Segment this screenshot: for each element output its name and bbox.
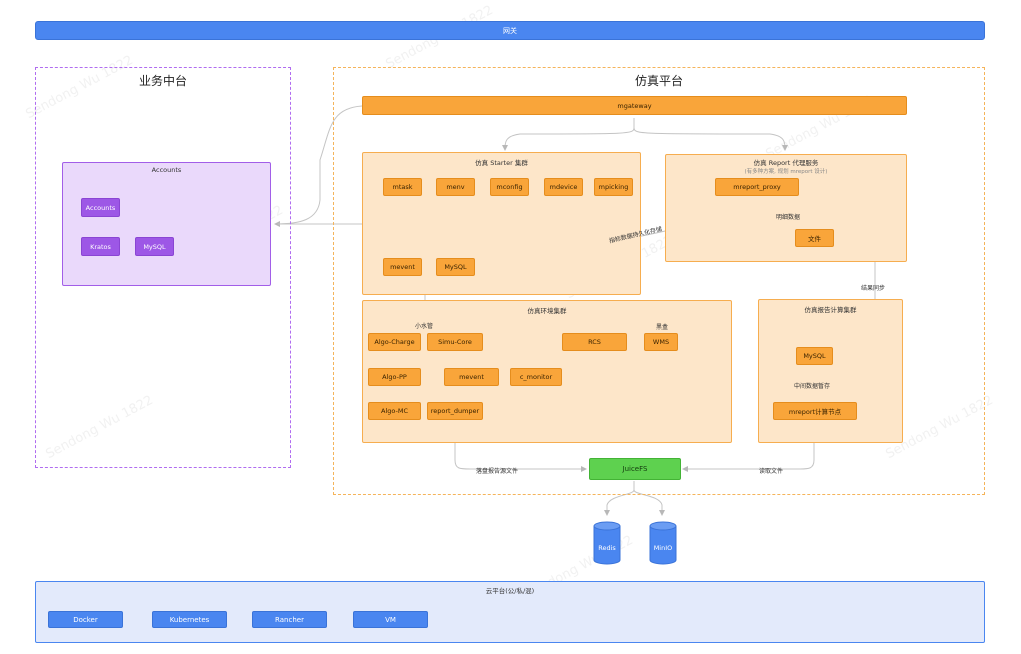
detail-data-label: 明细数据 — [776, 214, 801, 221]
gateway-bar: 网关 — [35, 21, 985, 40]
report-dumper-node[interactable]: report_dumper — [427, 402, 483, 420]
kubernetes-node[interactable]: Kubernetes — [152, 611, 227, 628]
write-src-label: 落盘报告源文件 — [476, 468, 519, 475]
mtask-node[interactable]: mtask — [383, 178, 422, 196]
accounts-node[interactable]: Accounts — [81, 198, 120, 217]
report-proxy-title: 仿真 Report 代理服务 — [753, 159, 819, 167]
vm-node[interactable]: VM — [353, 611, 428, 628]
calc-cluster-panel — [758, 299, 903, 443]
menv-node[interactable]: menv — [436, 178, 475, 196]
rancher-node[interactable]: Rancher — [252, 611, 327, 628]
simulation-zone-title: 仿真平台 — [634, 74, 683, 88]
starter-mevent-node[interactable]: mevent — [383, 258, 422, 276]
gateway-label: 网关 — [503, 26, 517, 35]
read-file-label: 读取文件 — [759, 468, 784, 475]
accounts-panel-title: Accounts — [151, 166, 182, 174]
redis-cylinder — [593, 521, 621, 565]
report-proxy-panel — [665, 154, 907, 262]
calc-mysql-node[interactable]: MySQL — [796, 347, 833, 365]
juicefs-node[interactable]: JuiceFS — [589, 458, 681, 480]
env-cluster-title: 仿真环境集群 — [527, 307, 567, 315]
minio-cylinder — [649, 521, 677, 565]
mpicking-node[interactable]: mpicking — [594, 178, 633, 196]
redis-label: Redis — [598, 544, 616, 552]
result-sync-label: 结果同步 — [861, 285, 886, 292]
mdevice-node[interactable]: mdevice — [544, 178, 583, 196]
algo-mc-node[interactable]: Algo-MC — [368, 402, 421, 420]
minio-label: MinIO — [653, 544, 673, 552]
accounts-panel — [62, 162, 271, 286]
mreport-proxy-node[interactable]: mreport_proxy — [715, 178, 799, 196]
business-mysql-node[interactable]: MySQL — [135, 237, 174, 256]
simulation-zone — [333, 67, 985, 495]
blackbox-label: 黑盒 — [656, 324, 669, 331]
c-monitor-node[interactable]: c_monitor — [510, 368, 562, 386]
mid-data-label: 中间数据暂存 — [794, 383, 831, 390]
business-zone — [35, 67, 291, 468]
xiaoshui-label: 小水管 — [415, 323, 434, 330]
docker-node[interactable]: Docker — [48, 611, 123, 628]
mconfig-node[interactable]: mconfig — [490, 178, 529, 196]
file-node[interactable]: 文件 — [795, 229, 834, 247]
business-zone-title: 业务中台 — [138, 74, 187, 88]
kratos-node[interactable]: Kratos — [81, 237, 120, 256]
cloud-title: 云平台(公/私/混) — [485, 587, 535, 595]
wms-node[interactable]: WMS — [644, 333, 678, 351]
starter-mysql-node[interactable]: MySQL — [436, 258, 475, 276]
rcs-node[interactable]: RCS — [562, 333, 627, 351]
simu-core-node[interactable]: Simu-Core — [427, 333, 483, 351]
env-mevent-node[interactable]: mevent — [444, 368, 499, 386]
calc-cluster-title: 仿真报告计算集群 — [804, 306, 857, 314]
algo-charge-node[interactable]: Algo-Charge — [368, 333, 421, 351]
starter-cluster-title: 仿真 Starter 集群 — [475, 159, 528, 167]
mreport-calc-node[interactable]: mreport计算节点 — [773, 402, 857, 420]
mgateway-node[interactable]: mgateway — [362, 96, 907, 115]
report-proxy-subtitle: (有多种方案, 规划 mreport 设计) — [744, 169, 828, 175]
algo-pp-node[interactable]: Algo-PP — [368, 368, 421, 386]
